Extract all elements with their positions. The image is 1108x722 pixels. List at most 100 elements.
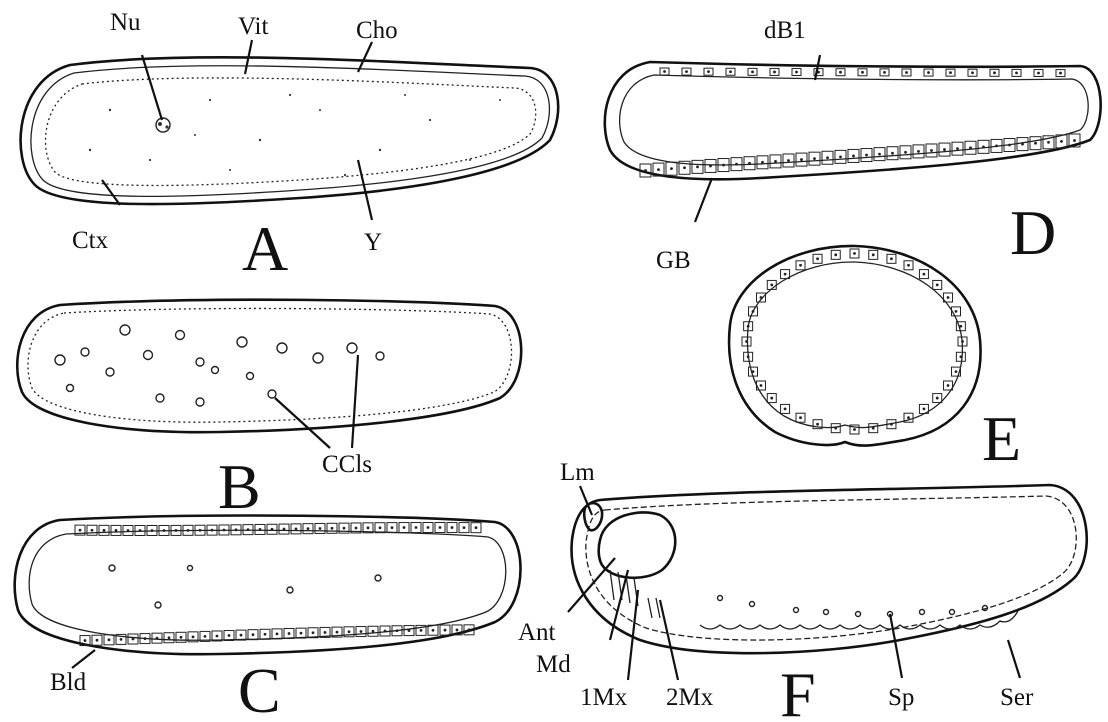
cell-nucleus [451, 526, 454, 529]
panel-d-blastoderm-cells [640, 68, 1080, 177]
cell-nucleus [787, 159, 790, 162]
cell-nucleus [663, 70, 666, 73]
cell-nucleus [115, 529, 118, 532]
panel-d-gb-leader [695, 178, 712, 222]
cell-nucleus [707, 70, 710, 73]
cell-nucleus [890, 423, 893, 426]
label-gb: GB [656, 247, 691, 274]
cell-nucleus [955, 310, 958, 313]
cell-nucleus [751, 70, 754, 73]
cell-nucleus [139, 529, 142, 532]
cell-nucleus [324, 631, 327, 634]
cell-nucleus [956, 147, 959, 150]
cell-nucleus [799, 416, 802, 419]
cell-nucleus [463, 526, 466, 529]
cell-nucleus [722, 164, 725, 167]
panel-b-ccls-leader-1 [275, 398, 330, 448]
cell-nucleus [120, 638, 123, 641]
panel-a-nu-leader [142, 55, 162, 120]
cell-nucleus [247, 528, 250, 531]
cell-nucleus [839, 71, 842, 74]
cell-nucleus [103, 529, 106, 532]
cell-nucleus [331, 527, 334, 530]
cell-nucleus [890, 257, 893, 260]
cell-nucleus [372, 630, 375, 633]
cell-nucleus [826, 156, 829, 159]
cell-nucleus [670, 167, 673, 170]
label-cho: Cho [356, 17, 398, 44]
cell-nucleus [300, 632, 303, 635]
panel-b-outline [17, 300, 521, 432]
cell-nucleus [891, 152, 894, 155]
panel-a-vitelline [31, 66, 550, 197]
cell-nucleus [343, 527, 346, 530]
cell-nucleus [773, 71, 776, 74]
cell-nucleus [432, 629, 435, 632]
cell-nucleus [163, 529, 166, 532]
cell-nucleus [813, 157, 816, 160]
cell-nucleus [861, 71, 864, 74]
cell-nucleus [132, 638, 135, 641]
cell-nucleus [883, 71, 886, 74]
cell-nucleus [156, 637, 159, 640]
label-db1: dB1 [764, 17, 806, 44]
panel-c-blastoderm-inner [29, 530, 506, 640]
cell-nucleus [264, 633, 267, 636]
panel-d: dB1 GB D [605, 17, 1101, 274]
cell-nucleus [420, 629, 423, 632]
cell-nucleus [735, 163, 738, 166]
panel-c-yolk-nuclei [109, 565, 381, 608]
panel-f-ser-leader [1008, 640, 1020, 678]
panel-f-2mx-leader [660, 600, 678, 680]
label-ser: Ser [1000, 684, 1034, 711]
panel-letter-c: C [238, 655, 281, 722]
panel-f-serosa [586, 496, 1076, 640]
cell-nucleus [204, 635, 207, 638]
cell-nucleus [288, 632, 291, 635]
cell-nucleus [800, 158, 803, 161]
panel-c-outline [15, 516, 521, 655]
panel-letter-f: F [780, 659, 816, 722]
panel-f-sp-leader [890, 614, 902, 678]
cell-nucleus [1060, 140, 1063, 143]
cell-nucleus [252, 633, 255, 636]
cell-nucleus [1034, 142, 1037, 145]
cell-nucleus [216, 635, 219, 638]
cell-nucleus [872, 253, 875, 256]
cell-nucleus [927, 71, 930, 74]
cell-nucleus [760, 384, 763, 387]
panel-c-bld-leader [72, 650, 95, 668]
cell-nucleus [696, 165, 699, 168]
cell-nucleus [235, 528, 238, 531]
cell-nucleus [747, 355, 750, 358]
cell-nucleus [283, 528, 286, 531]
panel-e: E [729, 246, 1021, 474]
cell-nucleus [444, 629, 447, 632]
cell-nucleus [1047, 141, 1050, 144]
panel-f-head-lobe [599, 512, 676, 577]
panel-letter-a: A [242, 213, 288, 284]
cell-nucleus [923, 273, 926, 276]
cell-nucleus [872, 427, 875, 430]
cell-nucleus [961, 340, 964, 343]
cell-nucleus [816, 423, 819, 426]
cell-nucleus [959, 325, 962, 328]
cell-nucleus [770, 397, 773, 400]
cell-nucleus [709, 165, 712, 168]
cell-nucleus [1059, 72, 1062, 75]
label-sp: Sp [888, 684, 914, 711]
panel-e-inner [747, 262, 962, 428]
panel-a-nucleus [156, 118, 170, 132]
cell-nucleus [917, 150, 920, 153]
cell-nucleus [907, 264, 910, 267]
cell-nucleus [379, 526, 382, 529]
cell-nucleus [144, 637, 147, 640]
panel-a: Nu Vit Cho Ctx Y A [21, 9, 559, 284]
panel-d-inner [620, 75, 1089, 165]
cell-nucleus [971, 71, 974, 74]
cell-nucleus [949, 71, 952, 74]
cell-nucleus [760, 296, 763, 299]
cell-nucleus [982, 145, 985, 148]
label-vit: Vit [238, 13, 268, 40]
cell-nucleus [403, 526, 406, 529]
